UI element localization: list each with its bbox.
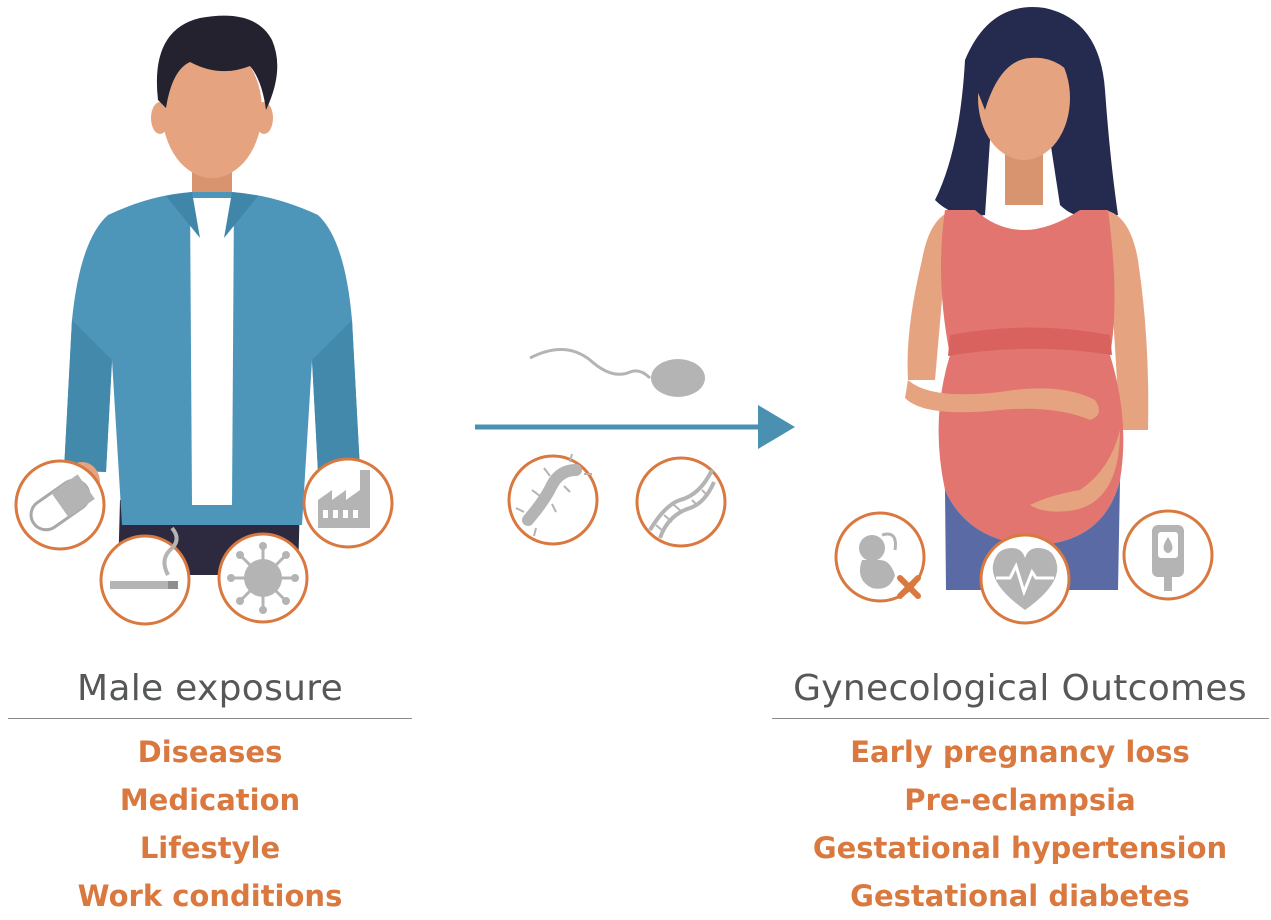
heart-pulse-icon [981,535,1069,623]
list-item: Pre-eclampsia [770,776,1270,824]
glucose-meter-icon [1124,511,1212,599]
woman-figure [905,7,1148,590]
list-item: Medication [10,776,410,824]
list-item: Gestational hypertension [770,824,1270,872]
list-item: Early pregnancy loss [770,728,1270,776]
dna-icon [637,458,725,546]
factory-icon [304,459,392,547]
list-item: Work conditions [10,872,410,920]
sperm-icon [530,349,705,397]
fetus-loss-icon [836,513,924,601]
pill-icon [16,461,104,549]
list-item: Diseases [10,728,410,776]
male-exposure-divider [8,718,412,719]
transfer-arrow [475,405,795,449]
gynecological-outcomes-list: Early pregnancy loss Pre-eclampsia Gesta… [770,728,1270,920]
cigarette-icon [101,528,189,624]
bacteria-icon [509,454,597,544]
list-item: Gestational diabetes [770,872,1270,920]
gynecological-outcomes-divider [772,718,1269,719]
male-exposure-heading: Male exposure [10,668,410,709]
virus-icon [219,534,307,622]
male-exposure-list: Diseases Medication Lifestyle Work condi… [10,728,410,920]
gynecological-outcomes-heading: Gynecological Outcomes [770,668,1270,709]
list-item: Lifestyle [10,824,410,872]
